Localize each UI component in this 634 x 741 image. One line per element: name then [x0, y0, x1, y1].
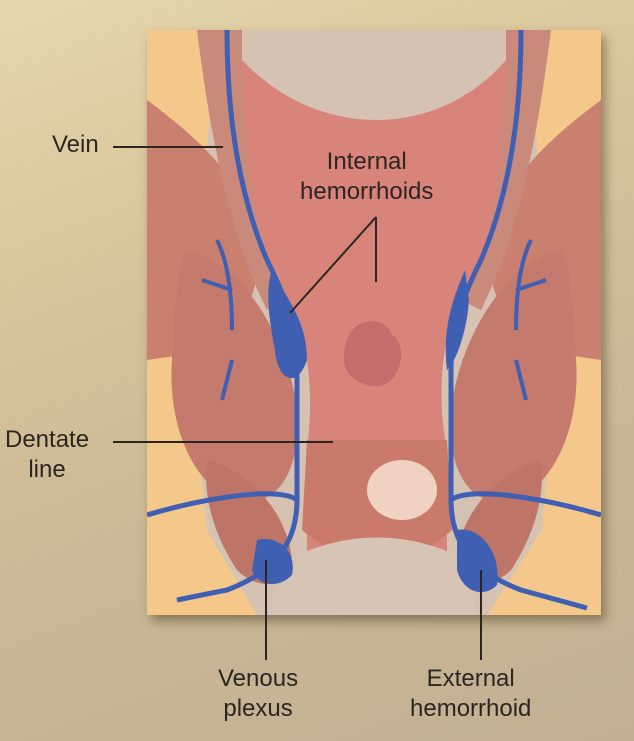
vein-leader-line: [113, 146, 223, 148]
external-hemorrhoid-label: External hemorrhoid: [410, 665, 532, 722]
dentate-leader-line: [113, 441, 333, 443]
external-hemorrhoid-leader-line: [480, 570, 482, 660]
venous-plexus-leader-line: [265, 560, 267, 660]
internal-hemorrhoids-label: Internal hemorrhoids: [300, 148, 434, 205]
vein-label: Vein: [52, 131, 99, 158]
anatomy-drawing: [147, 30, 601, 615]
dentate-line-label: Dentate line: [5, 426, 90, 483]
anatomy-illustration: [147, 30, 601, 615]
venous-plexus-label: Venous plexus: [218, 665, 299, 722]
